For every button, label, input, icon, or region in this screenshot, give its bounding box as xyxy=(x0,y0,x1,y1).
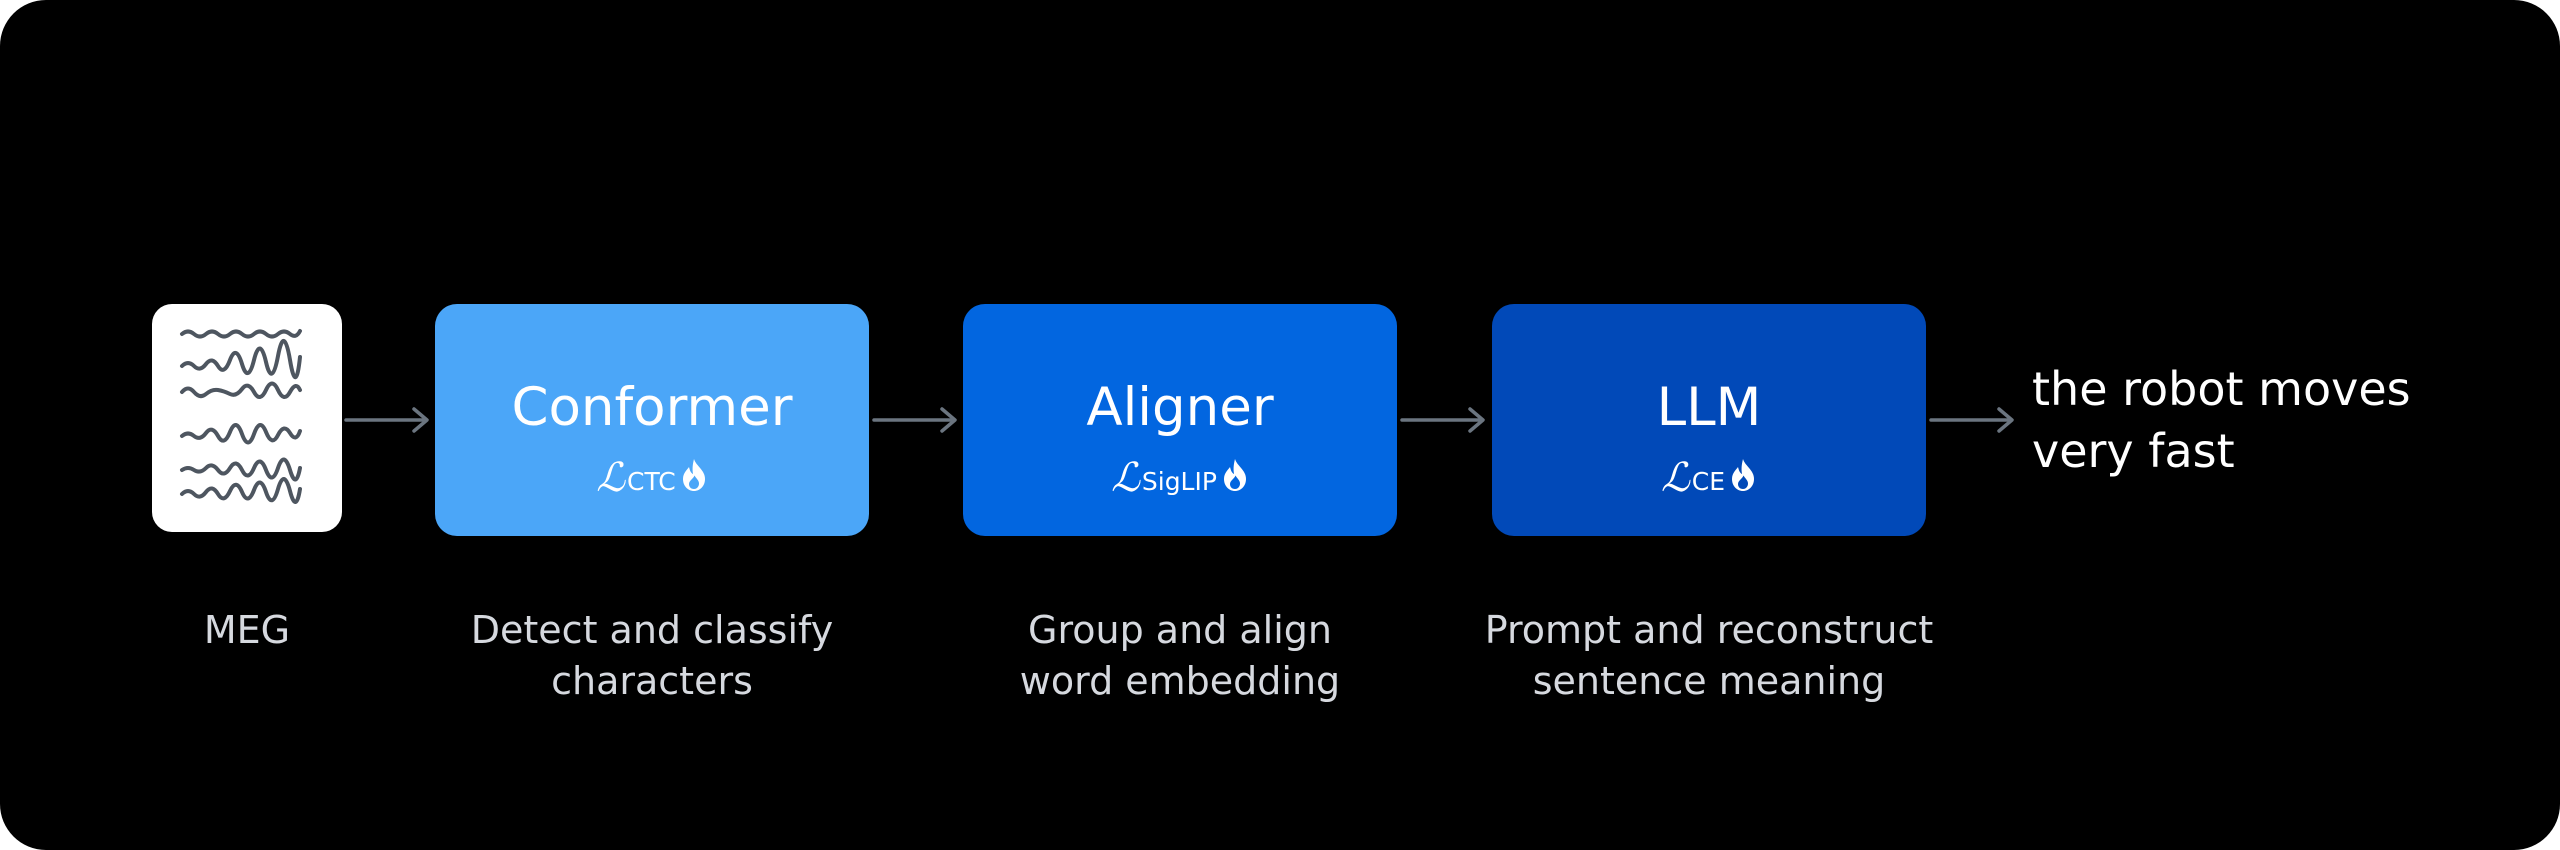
output-sentence: the robot moves very fast xyxy=(2032,358,2452,482)
flame-icon xyxy=(682,459,705,491)
caption-line-2: sentence meaning xyxy=(1532,659,1886,703)
conformer-title: Conformer xyxy=(511,377,793,438)
caption-line-1: Prompt and reconstruct xyxy=(1484,608,1934,652)
caption-line-1: MEG xyxy=(203,608,291,652)
output-line-1: the robot moves xyxy=(2032,362,2411,416)
conformer-caption: Detect and classify characters xyxy=(422,605,882,707)
meg-signal-card xyxy=(152,304,342,532)
flame-icon xyxy=(1732,459,1755,491)
loss-subscript: CE xyxy=(1691,467,1726,496)
flame-icon xyxy=(1223,459,1246,491)
aligner-caption: Group and align word embedding xyxy=(950,605,1410,707)
meg-waveform-icon xyxy=(180,329,302,504)
llm-loss: ℒCE xyxy=(1492,458,1926,502)
caption-line-2: word embedding xyxy=(1019,659,1341,703)
meg-caption: MEG xyxy=(147,605,347,656)
llm-title: LLM xyxy=(1656,377,1762,438)
caption-line-1: Group and align xyxy=(1028,608,1332,652)
llm-caption: Prompt and reconstruct sentence meaning xyxy=(1459,605,1959,707)
conformer-loss: ℒCTC xyxy=(435,458,869,502)
aligner-title: Aligner xyxy=(1086,377,1274,438)
output-line-2: very fast xyxy=(2032,424,2235,478)
loss-symbol: ℒ xyxy=(1660,455,1690,501)
aligner-box: Aligner ℒSigLIP xyxy=(963,304,1397,536)
caption-line-2: characters xyxy=(551,659,753,703)
loss-symbol: ℒ xyxy=(1111,455,1140,501)
loss-subscript: SigLIP xyxy=(1141,467,1217,496)
caption-line-1: Detect and classify xyxy=(470,608,834,652)
aligner-loss: ℒSigLIP xyxy=(963,458,1397,502)
loss-symbol: ℒ xyxy=(596,455,626,501)
loss-subscript: CTC xyxy=(627,467,676,496)
arrow-aligner-to-llm xyxy=(1400,407,1485,433)
conformer-box: Conformer ℒCTC xyxy=(435,304,869,536)
arrow-conformer-to-aligner xyxy=(872,407,957,433)
arrow-llm-to-output xyxy=(1929,407,2014,433)
arrow-meg-to-conformer xyxy=(344,407,429,433)
llm-box: LLM ℒCE xyxy=(1492,304,1926,536)
